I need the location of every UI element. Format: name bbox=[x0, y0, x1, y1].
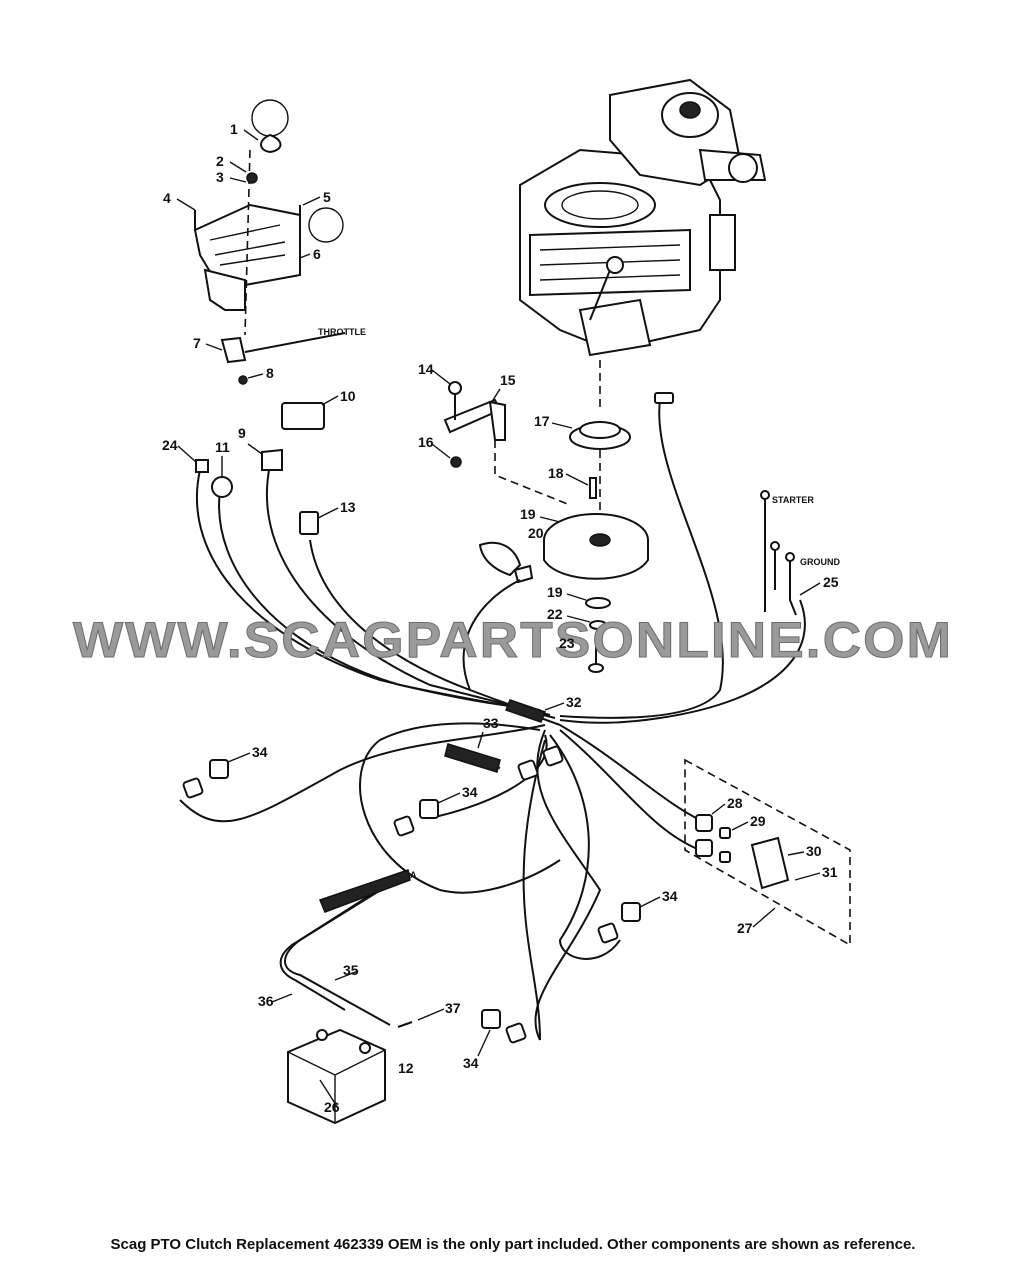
callout-4: 4 bbox=[163, 190, 171, 206]
callout-1: 1 bbox=[230, 121, 238, 137]
label-starter: STARTER bbox=[772, 495, 814, 505]
callouts: 1 2 3 4 5 6 7 8 9 10 11 12 13 14 15 16 1… bbox=[162, 121, 839, 1115]
callout-12: 12 bbox=[398, 1060, 414, 1076]
callout-22: 22 bbox=[547, 606, 563, 622]
callout-36: 36 bbox=[258, 993, 274, 1009]
callout-11: 11 bbox=[215, 439, 230, 455]
callout-14: 14 bbox=[418, 361, 434, 377]
callout-32: 32 bbox=[566, 694, 582, 710]
callout-27: 27 bbox=[737, 920, 753, 936]
callout-19a: 19 bbox=[520, 506, 536, 522]
callout-2: 2 bbox=[216, 153, 224, 169]
callout-9: 9 bbox=[238, 425, 246, 441]
battery-assembly bbox=[279, 869, 413, 1125]
callout-26: 26 bbox=[324, 1099, 340, 1115]
wire-harness bbox=[179, 399, 806, 1041]
callout-15: 15 bbox=[500, 372, 516, 388]
callout-17: 17 bbox=[534, 413, 550, 429]
callout-19b: 19 bbox=[547, 584, 563, 600]
caption: Scag PTO Clutch Replacement 462339 OEM i… bbox=[110, 1236, 916, 1253]
callout-33: 33 bbox=[483, 715, 499, 731]
throttle-bracket bbox=[193, 99, 346, 385]
callout-31: 31 bbox=[822, 864, 838, 880]
callout-7: 7 bbox=[193, 335, 201, 351]
pto-clutch-assembly bbox=[478, 360, 649, 673]
callout-34a: 34 bbox=[252, 744, 268, 760]
callout-13: 13 bbox=[340, 499, 356, 515]
callout-3: 3 bbox=[216, 169, 224, 185]
engine bbox=[519, 78, 767, 357]
connectors bbox=[182, 392, 790, 1044]
callout-34d: 34 bbox=[463, 1055, 479, 1071]
callout-28: 28 bbox=[727, 795, 743, 811]
label-throttle: THROTTLE bbox=[318, 327, 366, 337]
callout-10: 10 bbox=[340, 388, 356, 404]
callout-16: 16 bbox=[418, 434, 434, 450]
watermark-text: WWW.SCAGPARTSONLINE.COM bbox=[73, 612, 953, 668]
callout-23: 23 bbox=[559, 635, 575, 651]
callout-35: 35 bbox=[343, 962, 359, 978]
bracket-15 bbox=[443, 381, 571, 506]
callout-8: 8 bbox=[266, 365, 274, 381]
callout-30: 30 bbox=[806, 843, 822, 859]
callout-20: 20 bbox=[528, 525, 544, 541]
leader-lines bbox=[176, 129, 821, 1109]
callout-6: 6 bbox=[313, 246, 321, 262]
callout-25: 25 bbox=[823, 574, 839, 590]
callout-24: 24 bbox=[162, 437, 178, 453]
label-a-marker: A bbox=[410, 870, 417, 880]
callout-34c: 34 bbox=[662, 888, 678, 904]
callout-34b: 34 bbox=[462, 784, 478, 800]
callout-5: 5 bbox=[323, 189, 331, 205]
callout-37: 37 bbox=[445, 1000, 461, 1016]
callout-18: 18 bbox=[548, 465, 564, 481]
label-ground: GROUND bbox=[800, 557, 840, 567]
starter-cables bbox=[760, 490, 797, 616]
callout-29: 29 bbox=[750, 813, 766, 829]
